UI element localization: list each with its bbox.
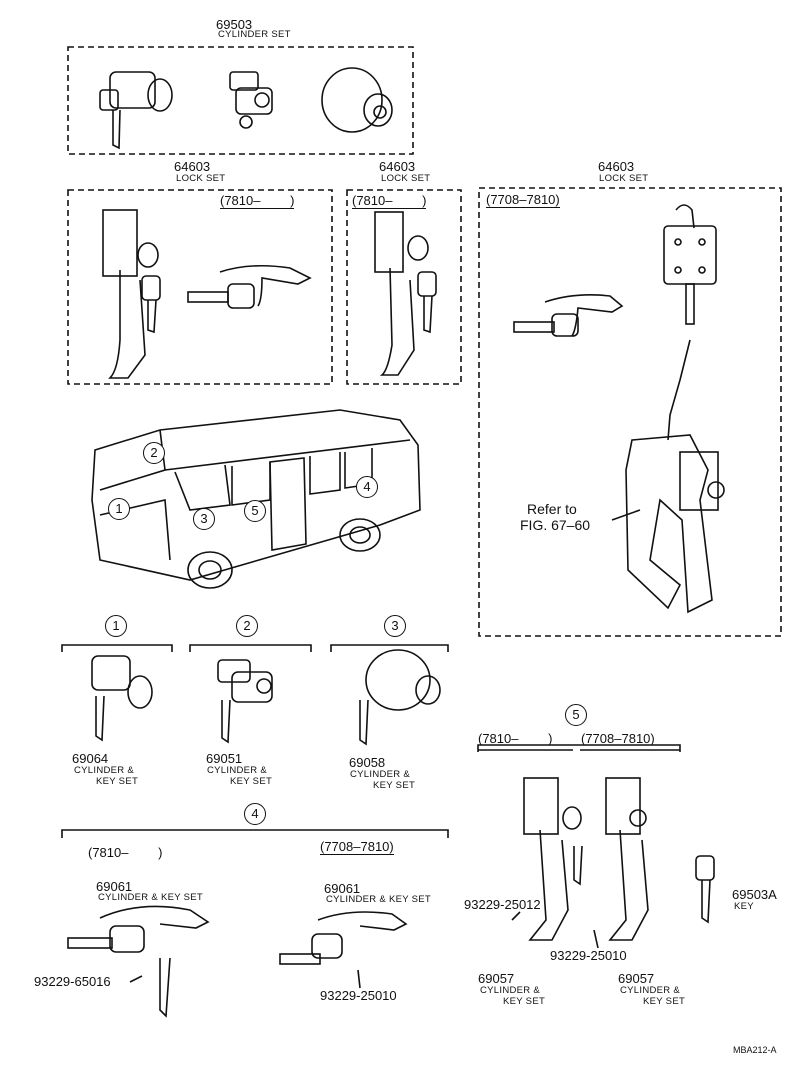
key-number: 69503A bbox=[732, 887, 777, 902]
part-5b-line2: KEY SET bbox=[643, 996, 686, 1007]
figure-code: MBA212-A bbox=[733, 1045, 777, 1055]
part-5a-screw: 93229-25012 bbox=[464, 897, 541, 912]
t-handle-4b bbox=[279, 911, 408, 965]
lock-set-b-box bbox=[346, 189, 462, 385]
group-5-range-b: (7708–7810) bbox=[581, 731, 655, 746]
lock-set-b-name: LOCK SET bbox=[381, 173, 431, 184]
lock-set-a-box bbox=[67, 189, 333, 385]
cylinder-set-box bbox=[67, 46, 414, 155]
lock-box-lock-c bbox=[663, 204, 717, 325]
door-handle-5b bbox=[605, 777, 649, 941]
refer-line-2: FIG. 67–60 bbox=[520, 517, 591, 533]
part-4a-name: CYLINDER & KEY SET bbox=[98, 892, 204, 903]
cylinder-set-number: 69503 bbox=[216, 17, 253, 32]
part-3-line1: CYLINDER & bbox=[350, 769, 411, 780]
van-callout-2: 2 bbox=[143, 442, 165, 464]
part-3-number: 69058 bbox=[349, 755, 386, 770]
lock-set-c-number: 64603 bbox=[598, 159, 635, 174]
door-handle-lock-a bbox=[102, 209, 161, 379]
bracket-1 bbox=[61, 644, 173, 652]
part-1-line2: KEY SET bbox=[96, 776, 139, 787]
cylinder-drawing-right bbox=[321, 67, 393, 133]
bracket-2 bbox=[189, 644, 312, 652]
part-5a-line1: CYLINDER & bbox=[480, 985, 541, 996]
part-1-number: 69064 bbox=[72, 751, 109, 766]
part-4b-name: CYLINDER & KEY SET bbox=[326, 894, 432, 905]
van-callout-5: 5 bbox=[244, 500, 266, 522]
leader-screw-4a bbox=[129, 975, 143, 983]
group-2-callout: 2 bbox=[236, 615, 258, 637]
door-handle-lock-b bbox=[374, 211, 437, 376]
lock-set-b-number: 64603 bbox=[379, 159, 416, 174]
lock-set-c-range: (7708–7810) bbox=[486, 192, 560, 208]
lock-set-a-name: LOCK SET bbox=[176, 173, 226, 184]
part-4b-screw: 93229-25010 bbox=[320, 988, 397, 1003]
part-4a-screw: 93229-65016 bbox=[34, 974, 111, 989]
part-1-line1: CYLINDER & bbox=[74, 765, 135, 776]
key-drawing bbox=[695, 855, 715, 924]
lock-set-a-range: (7810– ) bbox=[220, 193, 295, 209]
cylinder-drawing-2 bbox=[217, 659, 273, 744]
part-3-line2: KEY SET bbox=[373, 780, 416, 791]
lock-set-a-number: 64603 bbox=[174, 159, 211, 174]
part-5b-screw: 93229-25010 bbox=[550, 948, 627, 963]
lock-set-c-name: LOCK SET bbox=[599, 173, 649, 184]
group-4-callout: 4 bbox=[244, 803, 266, 825]
lock-set-b-range: (7810– ) bbox=[352, 193, 427, 209]
cylinder-drawing-left bbox=[99, 71, 173, 150]
cylinder-drawing-1 bbox=[91, 655, 153, 742]
cylinder-drawing-3 bbox=[359, 649, 441, 746]
cylinder-drawing-middle bbox=[229, 71, 273, 129]
door-handle-lock-c bbox=[625, 339, 725, 614]
part-5a-number: 69057 bbox=[478, 971, 515, 986]
bracket-3 bbox=[330, 644, 449, 652]
t-handle-lock-a bbox=[187, 264, 312, 309]
part-5a-line2: KEY SET bbox=[503, 996, 546, 1007]
bracket-4 bbox=[61, 829, 449, 838]
leader-refer bbox=[611, 509, 641, 521]
cylinder-set-name: CYLINDER SET bbox=[218, 29, 291, 40]
van-callout-3: 3 bbox=[193, 508, 215, 530]
group-3-callout: 3 bbox=[384, 615, 406, 637]
part-4a-number: 69061 bbox=[96, 879, 133, 894]
group-5-range-a: (7810– ) bbox=[478, 731, 553, 746]
van-callout-1: 1 bbox=[108, 498, 130, 520]
t-handle-lock-c bbox=[513, 294, 624, 337]
lock-set-c-box bbox=[478, 187, 782, 637]
part-5b-number: 69057 bbox=[618, 971, 655, 986]
part-2-line1: CYLINDER & bbox=[207, 765, 268, 776]
bracket-5 bbox=[477, 744, 681, 752]
van-illustration bbox=[91, 409, 421, 589]
door-handle-5a bbox=[523, 777, 583, 941]
group-5-callout: 5 bbox=[565, 704, 587, 726]
leader-screw-5b bbox=[593, 929, 599, 949]
part-2-line2: KEY SET bbox=[230, 776, 273, 787]
van-callout-4: 4 bbox=[356, 476, 378, 498]
part-5b-line1: CYLINDER & bbox=[620, 985, 681, 996]
group-1-callout: 1 bbox=[105, 615, 127, 637]
refer-line-1: Refer to bbox=[527, 501, 577, 517]
part-2-number: 69051 bbox=[206, 751, 243, 766]
group-4-range-b: (7708–7810) bbox=[320, 839, 394, 855]
key-name: KEY bbox=[734, 901, 754, 912]
leader-screw-4b bbox=[357, 969, 361, 989]
part-4b-number: 69061 bbox=[324, 881, 361, 896]
t-handle-4a bbox=[67, 905, 210, 1018]
group-4-range-a: (7810– ) bbox=[88, 845, 163, 860]
leader-screw-5a bbox=[511, 911, 521, 921]
